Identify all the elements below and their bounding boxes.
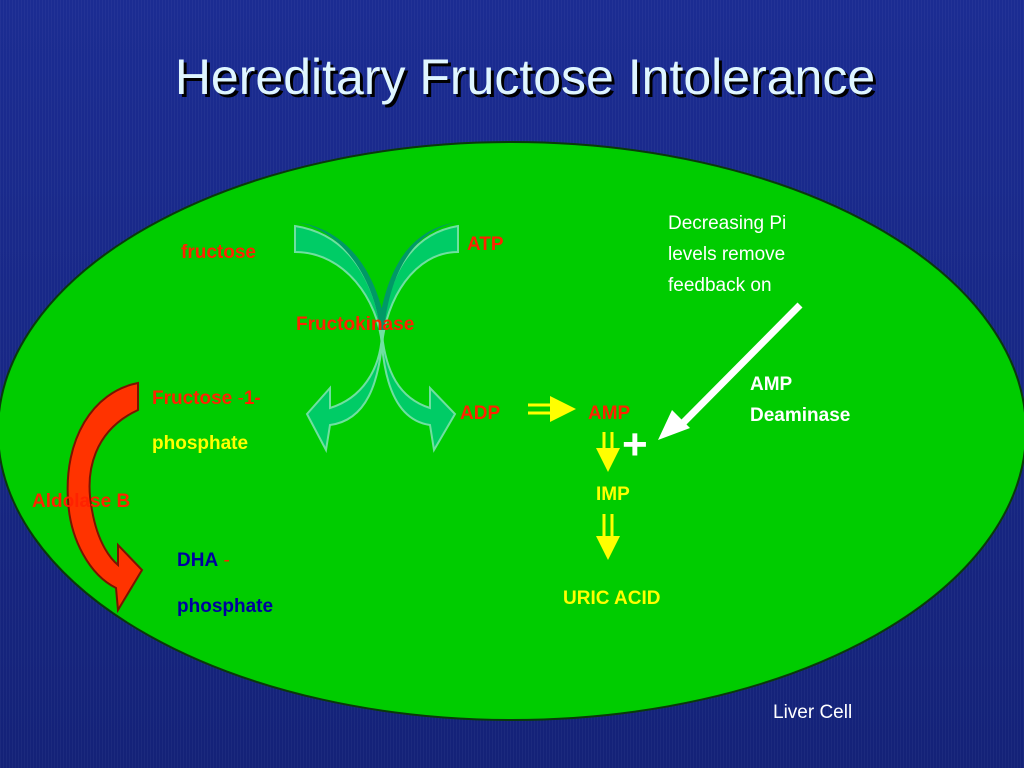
note-line-1: Decreasing Pi: [668, 213, 787, 234]
dha-phosphate-word: phosphate: [177, 596, 274, 617]
feedback-arrow-line: [677, 302, 803, 429]
fructokinase-label: Fructokinase: [296, 314, 415, 335]
amp-label: AMP: [588, 403, 631, 424]
fructose-part: Fructose: [152, 388, 233, 409]
slide-title: Hereditary Fructose Intolerance: [174, 49, 876, 105]
dha-part: DHA: [177, 550, 219, 571]
dha-phosphate-label: DHA -: [177, 550, 230, 572]
amp-deaminase-line-2: Deaminase: [750, 405, 851, 426]
fructose-arrow-upper: [296, 222, 386, 330]
note-line-3: feedback on: [668, 275, 772, 296]
amp-deaminase-line-1: AMP: [750, 374, 793, 395]
atp-label: ATP: [467, 234, 504, 255]
one-dash-part: 1-: [243, 388, 261, 409]
liver-cell-label: Liver Cell: [773, 702, 853, 723]
aldolase-b-arrow: [66, 381, 144, 614]
fructose-label: fructose: [181, 242, 256, 263]
note-line-2: levels remove: [668, 244, 786, 265]
feedback-note: Decreasing Pi levels remove feedback on: [668, 208, 786, 301]
liver-cell-ellipse: [0, 141, 1024, 721]
fructose-1-phosphate-label: Fructose -1-: [152, 388, 261, 410]
amp-deaminase-label: AMP Deaminase: [750, 369, 850, 431]
plus-sign: +: [622, 420, 648, 469]
aldolase-b-label: Aldolase B: [32, 491, 131, 512]
feedback-arrow-head: [658, 410, 690, 440]
phosphate-label: phosphate: [152, 433, 249, 454]
imp-label: IMP: [596, 484, 630, 505]
dash-part: -: [232, 388, 244, 409]
adp-amp-arrow-head: [550, 396, 576, 422]
amp-imp-arrow-head: [596, 448, 620, 472]
dha-dash-part: -: [218, 550, 230, 571]
atp-arrow-upper: [378, 222, 458, 330]
uric-acid-label: URIC ACID: [563, 588, 661, 609]
imp-uric-arrow-head: [596, 536, 620, 560]
adp-label: ADP: [460, 403, 501, 424]
